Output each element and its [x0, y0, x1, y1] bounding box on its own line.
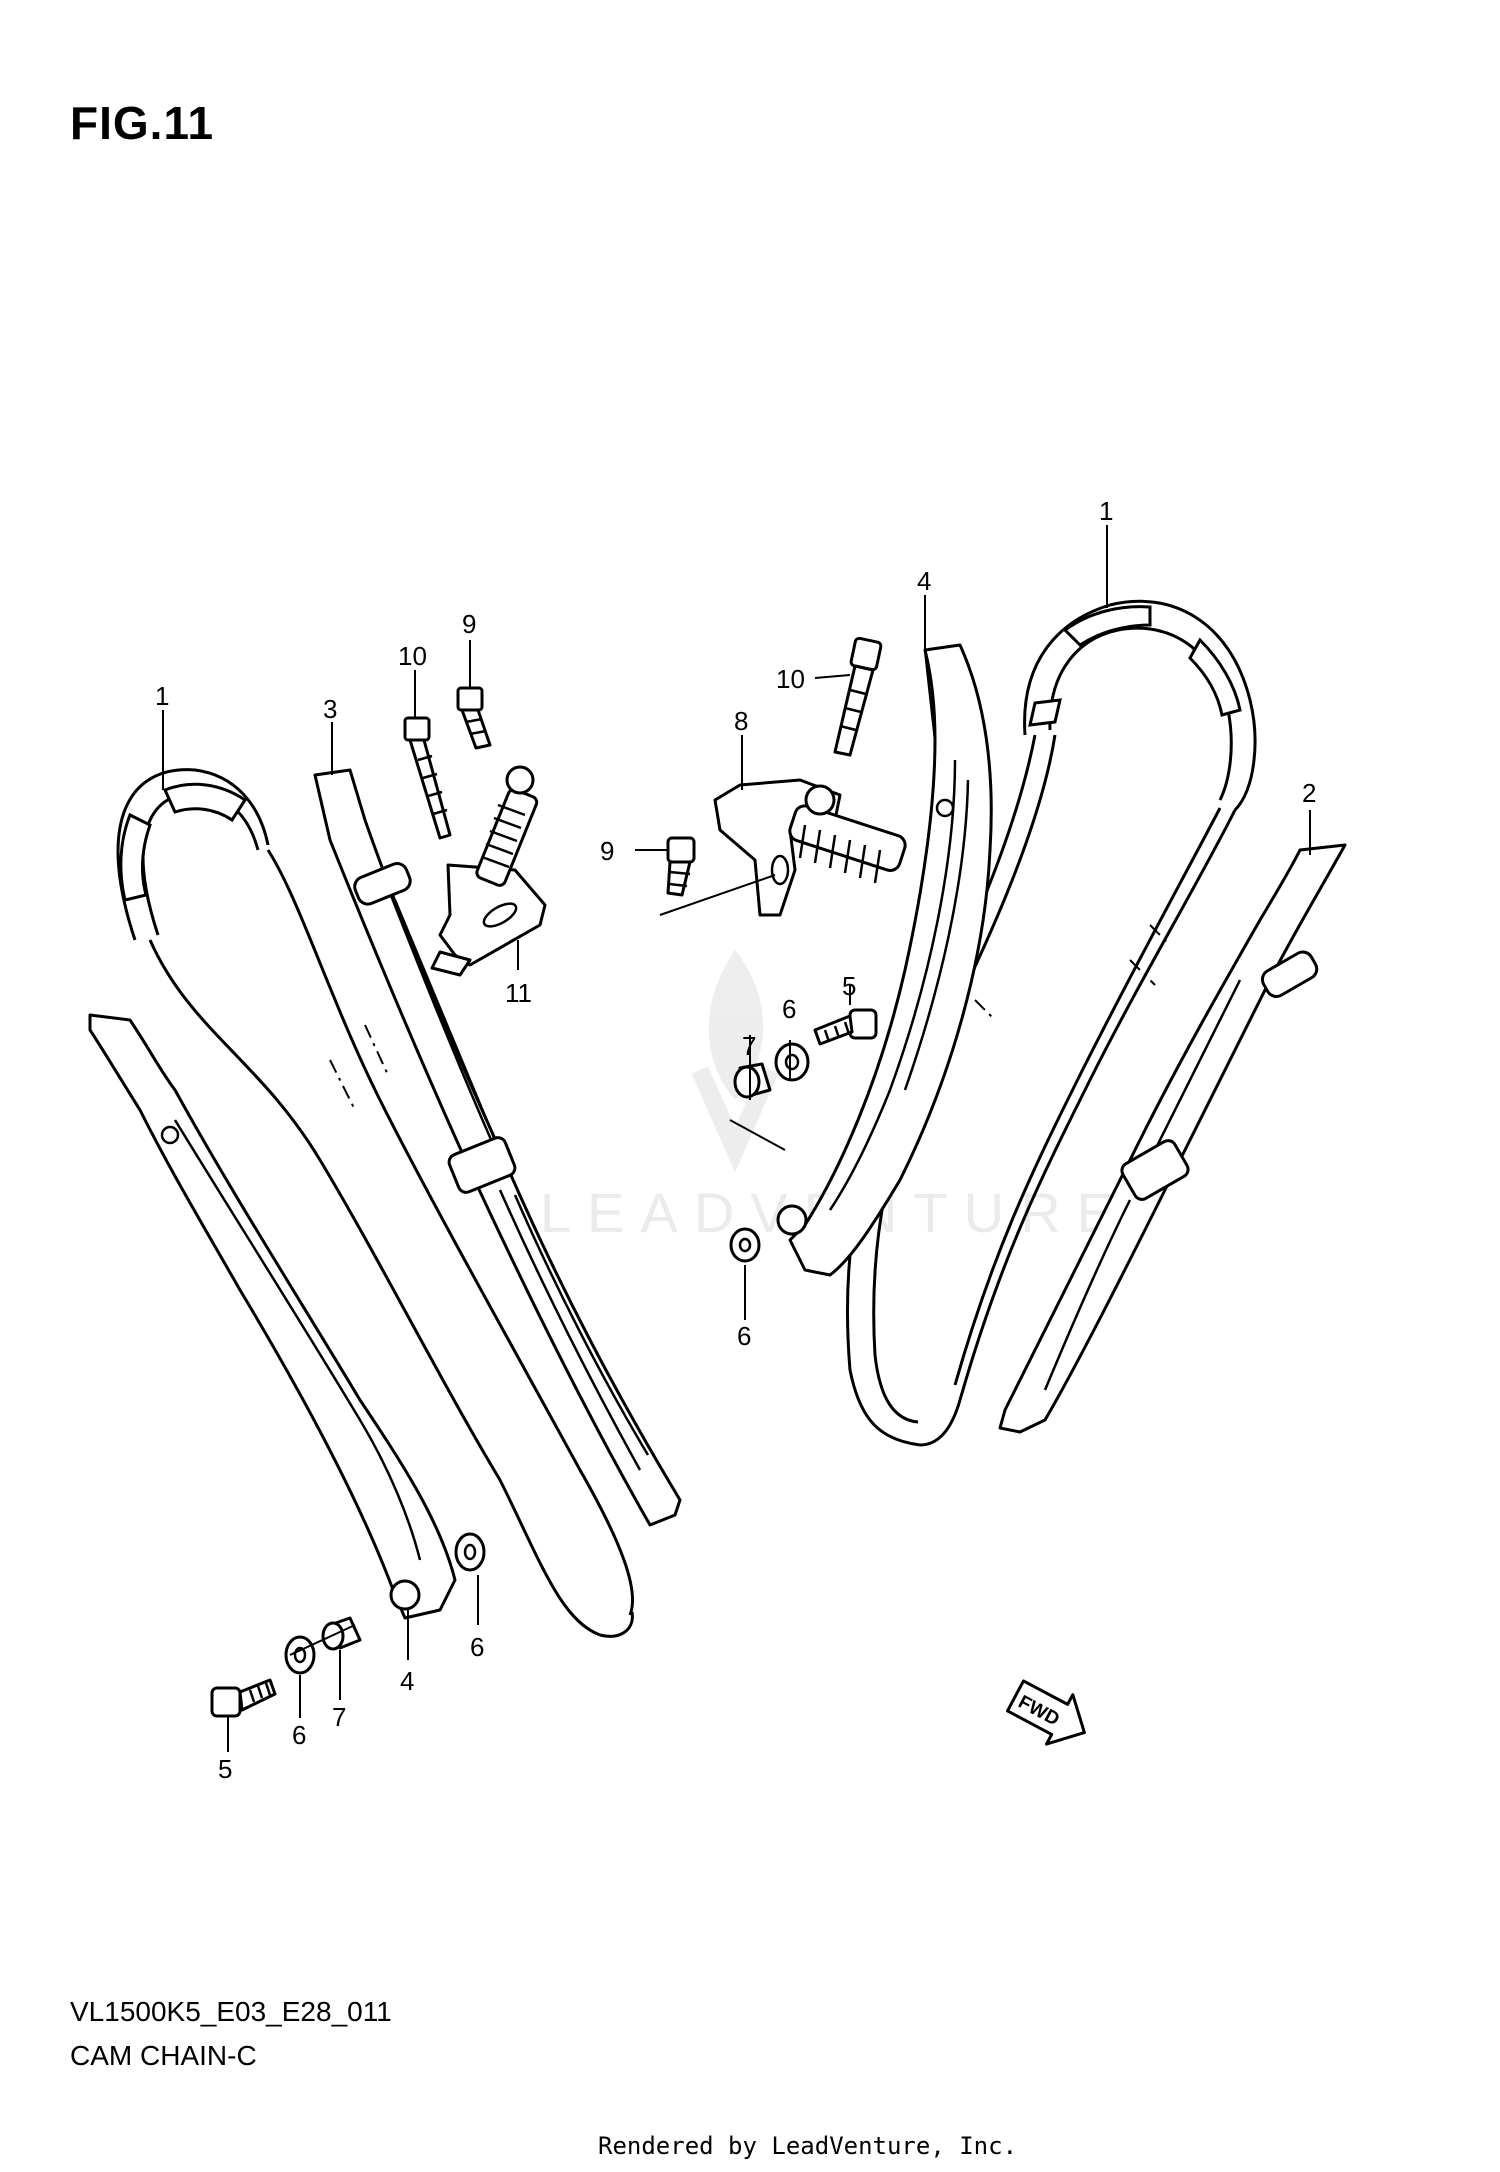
left-chain-tensioner-adjuster [430, 765, 547, 977]
left-washer-6-upper [454, 1532, 486, 1572]
right-washer-6-upper [774, 1042, 810, 1082]
right-chain-guide-front [776, 643, 993, 1277]
callout-left-washer-6b: 6 [292, 1720, 306, 1750]
callout-right-chain: 1 [1099, 496, 1113, 526]
fwd-arrow-badge: FWD [1006, 1679, 1086, 1746]
right-bolt-9 [666, 836, 696, 897]
right-bolt-10 [833, 636, 883, 757]
callout-right-bolt-9: 9 [600, 836, 614, 866]
callout-right-bolt-5: 5 [842, 971, 856, 1001]
figure-title: FIG.11 [70, 97, 215, 149]
callout-right-spacer-7: 7 [742, 1031, 756, 1061]
right-spacer-7 [733, 1062, 772, 1099]
callout-left-tensioner-11: 11 [505, 978, 532, 1008]
left-chain-guide-rear [88, 1013, 457, 1620]
callout-left-bolt-9: 9 [462, 609, 476, 639]
left-spacer-7 [321, 1616, 362, 1651]
left-chain-guide-tensioner [313, 768, 682, 1527]
callout-left-washer-6a: 6 [470, 1632, 484, 1662]
callout-left-guide-3: 3 [323, 694, 337, 724]
left-washer-6-lower [284, 1635, 316, 1675]
callout-left-spacer-7: 7 [332, 1702, 346, 1732]
callout-right-tensioner-8: 8 [734, 706, 748, 736]
callout-left-bolt-10: 10 [398, 641, 427, 671]
left-cam-chain [116, 768, 635, 1638]
callout-left-guide-4: 4 [400, 1666, 414, 1696]
callout-right-washer-6b: 6 [737, 1321, 751, 1351]
callout-right-washer-6a: 6 [782, 994, 796, 1024]
model-code: VL1500K5_E03_E28_011 [70, 1996, 392, 2027]
left-bolt-9 [456, 686, 492, 750]
figure-caption: CAM CHAIN-C [70, 2040, 257, 2071]
callout-left-chain: 1 [155, 681, 169, 711]
left-guide-bolt-5 [210, 1678, 277, 1718]
left-bolt-10 [403, 716, 452, 840]
right-guide-bolt-5 [813, 1008, 878, 1046]
right-chain-tensioner-8 [713, 778, 907, 917]
callout-right-guide-2: 2 [1302, 778, 1316, 808]
callout-right-bolt-10: 10 [776, 664, 805, 694]
right-washer-6-lower [729, 1227, 761, 1263]
render-credit: Rendered by LeadVenture, Inc. [598, 2132, 1018, 2160]
leader-lines [162, 525, 1311, 1752]
callout-right-guide-4: 4 [917, 566, 931, 596]
callout-left-bolt-5: 5 [218, 1754, 232, 1784]
right-chain-guide-2 [998, 843, 1347, 1434]
